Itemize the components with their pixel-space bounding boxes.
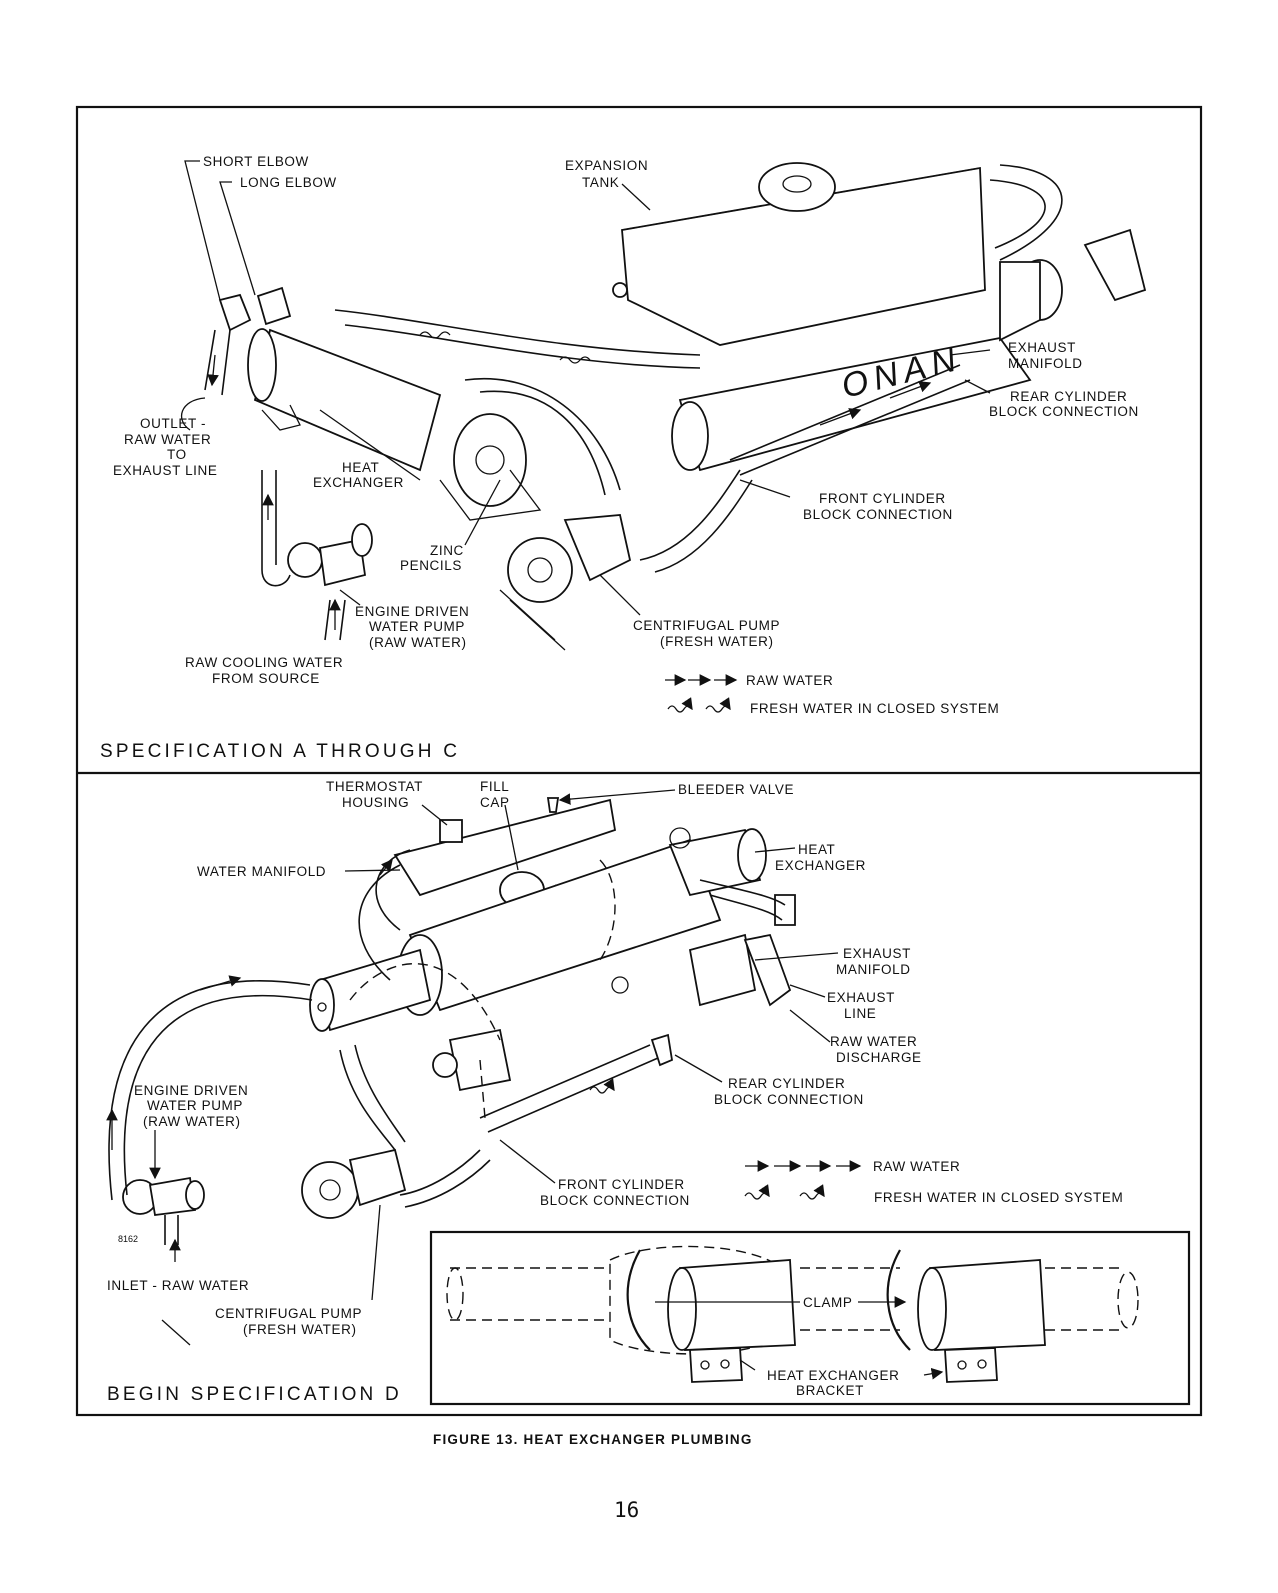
hose-rear-connection (479, 1044, 651, 1119)
label-centrifugal-pump: CENTRIFUGAL PUMP (633, 618, 780, 633)
inset-clamp-right (886, 1249, 911, 1351)
label-thermostat: THERMOSTAT (326, 779, 423, 794)
long-elbow (256, 286, 292, 326)
label-raw-water-discharge-2: DISCHARGE (836, 1050, 922, 1065)
page-number: 16 (614, 1498, 639, 1522)
exhaust-manifold-bottom (688, 933, 757, 1007)
centrifugal-pump (563, 514, 632, 582)
centrifugal-pump-pulley (507, 537, 573, 603)
label-front-block-connection: BLOCK CONNECTION (803, 507, 953, 522)
label-cap: CAP (480, 795, 510, 810)
bottom-panel-labels: THERMOSTAT HOUSING FILL CAP BLEEDER VALV… (107, 779, 922, 1337)
label-outlet-2: RAW WATER (124, 432, 211, 447)
label-manifold: MANIFOLD (1008, 356, 1083, 371)
bottom-panel-leaders (149, 789, 839, 1346)
legend-raw-water-bottom: RAW WATER (873, 1159, 960, 1174)
raw-water-pump (287, 542, 323, 578)
inset-bracket-right (944, 1347, 998, 1383)
top-panel-drawing: ONAN (204, 162, 1147, 651)
label-inlet-raw-water: INLET - RAW WATER (107, 1278, 249, 1293)
label-front-block-bottom: BLOCK CONNECTION (540, 1193, 690, 1208)
label-water-pump-bottom: WATER PUMP (147, 1098, 243, 1113)
spec-title-bottom: BEGIN SPECIFICATION D (107, 1384, 402, 1405)
label-rear-cylinder: REAR CYLINDER (1010, 389, 1127, 404)
label-outlet-1: OUTLET - (140, 416, 206, 431)
label-line: LINE (844, 1006, 876, 1021)
label-front-cylinder-bottom: FRONT CYLINDER (558, 1177, 685, 1192)
centrifugal-pump-bottom (301, 1161, 359, 1219)
short-elbow (218, 293, 252, 332)
label-heat-bottom: HEAT (798, 842, 835, 857)
label-exchanger: EXCHANGER (313, 475, 404, 490)
top-panel-labels: SHORT ELBOW LONG ELBOW EXPANSION TANK OU… (113, 154, 1139, 686)
label-long-elbow: LONG ELBOW (240, 175, 337, 190)
inset-frame (429, 1230, 1191, 1406)
clamp-bracket-inset: CLAMP HEAT EXCHANGER BRACKET (429, 1230, 1191, 1406)
label-housing: HOUSING (342, 795, 409, 810)
legend-fresh-water: FRESH WATER IN CLOSED SYSTEM (750, 701, 999, 716)
inset-label-clamp: CLAMP (803, 1295, 853, 1310)
label-from-source: FROM SOURCE (212, 671, 320, 686)
inset-clamp-left (626, 1249, 651, 1351)
figure-caption: FIGURE 13. HEAT EXCHANGER PLUMBING (433, 1432, 753, 1447)
label-water-manifold: WATER MANIFOLD (197, 864, 326, 879)
label-bleeder-valve: BLEEDER VALVE (678, 782, 794, 797)
inset-label-heat-exchanger: HEAT EXCHANGER (767, 1368, 899, 1383)
label-exhaust-line: EXHAUST (827, 990, 895, 1005)
expansion-tank-cap (758, 162, 836, 212)
inset-heat-exchanger-left (679, 1259, 796, 1351)
label-engine-driven: ENGINE DRIVEN (355, 604, 469, 619)
top-panel-leaders (180, 160, 991, 616)
label-zinc: ZINC (430, 543, 464, 558)
spec-title-top: SPECIFICATION A THROUGH C (100, 741, 460, 762)
label-fill: FILL (480, 779, 509, 794)
figure-frame (75, 105, 1203, 1417)
hose-tank-to-exchanger (334, 309, 701, 356)
heat-exchanger (253, 328, 442, 472)
label-tank: TANK (582, 175, 619, 190)
bottom-panel-drawing (106, 797, 796, 1262)
legend-fresh-water-bottom: FRESH WATER IN CLOSED SYSTEM (874, 1190, 1123, 1205)
label-outlet-4: EXHAUST LINE (113, 463, 217, 478)
label-rear-cylinder-bottom: REAR CYLINDER (728, 1076, 845, 1091)
label-pencils: PENCILS (400, 558, 462, 573)
label-raw-water-discharge-1: RAW WATER (830, 1034, 917, 1049)
label-raw-water-paren: (RAW WATER) (369, 635, 467, 650)
label-outlet-3: TO (167, 447, 187, 462)
label-rear-block-bottom: BLOCK CONNECTION (714, 1092, 864, 1107)
label-engine-driven-bottom: ENGINE DRIVEN (134, 1083, 248, 1098)
inset-bracket-left (689, 1347, 743, 1383)
hose-block-connection (729, 364, 961, 461)
hose-raw-water-loop (108, 980, 311, 1201)
label-heat: HEAT (342, 460, 379, 475)
label-exchanger-bottom: EXCHANGER (775, 858, 866, 873)
label-raw-water-paren-bottom: (RAW WATER) (143, 1114, 241, 1129)
bleeder-valve (546, 797, 560, 813)
label-raw-cooling-water: RAW COOLING WATER (185, 655, 343, 670)
label-drawing-code: 8162 (118, 1234, 138, 1244)
label-rear-block-connection: BLOCK CONNECTION (989, 404, 1139, 419)
thermostat-housing (439, 819, 463, 843)
inset-label-bracket: BRACKET (796, 1383, 864, 1398)
legend-raw-water: RAW WATER (746, 673, 833, 688)
top-legend: RAW WATER FRESH WATER IN CLOSED SYSTEM (665, 673, 999, 716)
label-water-pump: WATER PUMP (369, 619, 465, 634)
label-exhaust: EXHAUST (1008, 340, 1076, 355)
label-exhaust-bottom: EXHAUST (843, 946, 911, 961)
label-front-cylinder: FRONT CYLINDER (819, 491, 946, 506)
exhaust-manifold (678, 337, 1032, 472)
label-expansion: EXPANSION (565, 158, 648, 173)
label-manifold-bottom: MANIFOLD (836, 962, 911, 977)
label-fresh-water-paren-bottom: (FRESH WATER) (243, 1322, 357, 1337)
label-short-elbow: SHORT ELBOW (203, 154, 309, 169)
exhaust-line (743, 933, 792, 1007)
label-centrifugal-pump-bottom: CENTRIFUGAL PUMP (215, 1306, 362, 1321)
label-fresh-water-paren: (FRESH WATER) (660, 634, 774, 649)
inset-heat-exchanger-right (929, 1259, 1046, 1351)
bottom-legend: RAW WATER FRESH WATER IN CLOSED SYSTEM (744, 1159, 1123, 1205)
